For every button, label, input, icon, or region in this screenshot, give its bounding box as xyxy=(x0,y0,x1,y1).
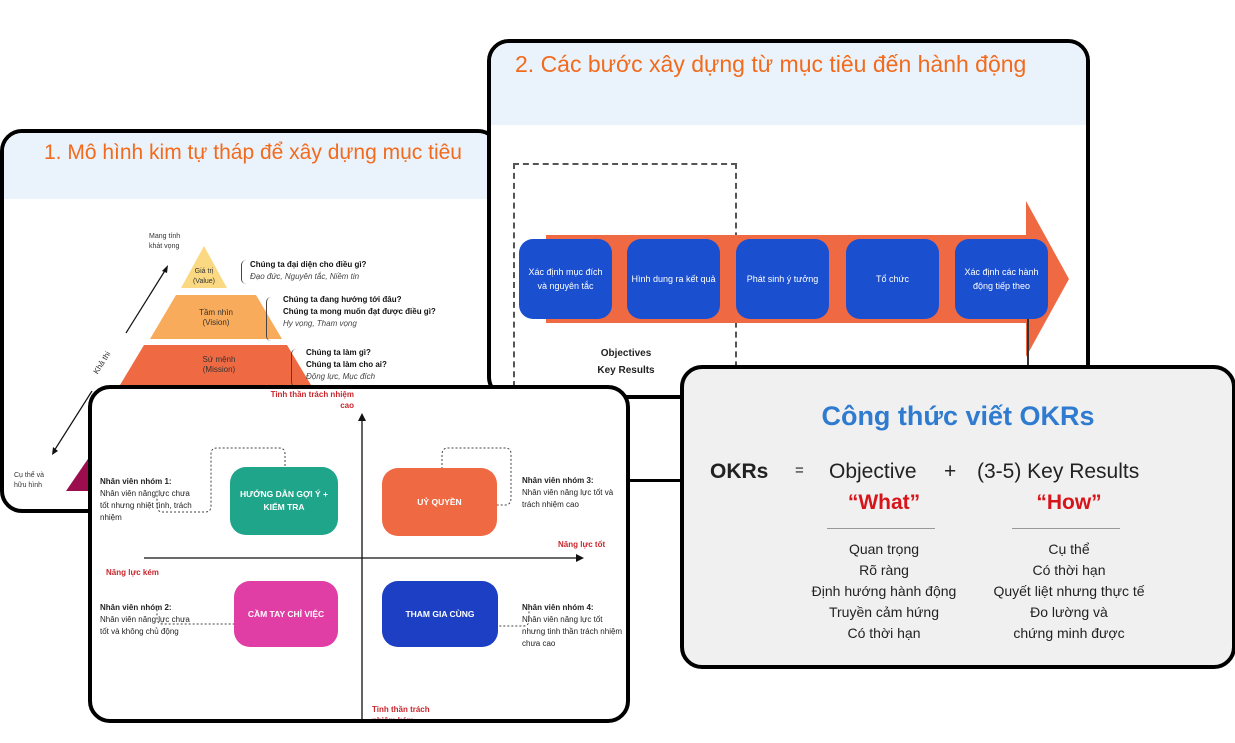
y-axis-top-label: Tinh thần trách nhiệm cao xyxy=(270,390,354,410)
group-4-text: Nhân viên nhóm 4:Nhân viên năng lực tốt … xyxy=(522,603,623,648)
group-3-text: Nhân viên nhóm 3:Nhân viên năng lực tốt … xyxy=(522,476,614,509)
step-2: Hình dung ra kết quả xyxy=(627,239,720,319)
x-axis-right-label: Năng lực tốt xyxy=(558,540,606,549)
matrix-axes xyxy=(144,413,584,719)
group-1-text: Nhân viên nhóm 1:Nhân viên năng lực chưa… xyxy=(100,477,192,522)
key-result-traits: Cụ thể Có thời hạn Quyết liệt nhưng thực… xyxy=(993,541,1145,641)
x-axis-left-label: Năng lực kém xyxy=(106,568,159,577)
divider xyxy=(1012,528,1120,529)
arrow-right-icon xyxy=(576,554,584,562)
okr-formula-card: Công thức viết OKRs OKRs = Objective + (… xyxy=(680,365,1235,669)
brace xyxy=(266,297,271,341)
level-value-label: Giá trị(Value) xyxy=(192,268,216,285)
quadrant-box-participate: THAM GIA CÙNG xyxy=(382,581,498,647)
formula-objective: Objective xyxy=(829,460,917,483)
pyramid-level-value xyxy=(181,246,227,288)
mission-questions: Chúng ta làm gì?Chúng ta làm cho ai?Động… xyxy=(306,348,387,381)
brace xyxy=(241,260,246,284)
formula-lhs: OKRs xyxy=(710,460,769,483)
vision-questions: Chúng ta đang hướng tới đâu?Chúng ta mon… xyxy=(283,295,436,328)
value-questions: Chúng ta đại diện cho điều gì?Đạo đức, N… xyxy=(250,260,367,281)
connector-line xyxy=(1027,319,1029,395)
pyramid-level-mission xyxy=(114,345,317,395)
top-label: Mang tính khát vọng xyxy=(149,233,181,250)
down-arrow-icon xyxy=(53,390,93,452)
objective-traits: Quan trọng Rõ ràng Định hướng hành động … xyxy=(811,541,957,641)
formula-what: “What” xyxy=(847,491,921,514)
arrow-up-icon xyxy=(358,413,366,421)
formula-equals: = xyxy=(795,462,804,479)
divider xyxy=(827,528,935,529)
y-axis-bottom-label: Tinh thần trách nhiệm kém xyxy=(372,705,430,723)
quadrant-box-delegate: UỶ QUYỀN xyxy=(382,468,497,536)
steps-card-title: 2. Các bước xây dựng từ mục tiêu đến hàn… xyxy=(491,43,1086,125)
formula-how: “How” xyxy=(1036,491,1102,514)
steps-card: 2. Các bước xây dựng từ mục tiêu đến hàn… xyxy=(487,39,1090,399)
brace xyxy=(291,349,296,387)
quadrant-box-guide: HƯỚNG DẪN GỢI Ý + KIỂM TRA xyxy=(230,467,338,535)
quadrant-box-handhold: CẦM TAY CHỈ VIỆC xyxy=(234,581,338,647)
step-1: Xác định mục đích và nguyên tắc xyxy=(519,239,612,319)
formula-title: Công thức viết OKRs xyxy=(821,401,1095,431)
formula-plus: + xyxy=(944,460,957,483)
connector-line xyxy=(625,479,683,482)
matrix-card: Tinh thần trách nhiệm cao Tinh thần trác… xyxy=(88,385,630,723)
formula-key-results: (3-5) Key Results xyxy=(977,460,1140,483)
step-4: Tổ chức xyxy=(846,239,939,319)
step-5: Xác định các hành động tiếp theo xyxy=(955,239,1048,319)
step-3: Phát sinh ý tưởng xyxy=(736,239,829,319)
bottom-label: Cụ thể và hữu hình xyxy=(14,472,44,489)
up-arrow-icon xyxy=(125,268,167,334)
level-mission-label: Sứ mệnh(Mission) xyxy=(202,355,236,374)
level-vision-label: Tầm nhìn(Vision) xyxy=(199,308,233,327)
pyramid-card-title: 1. Mô hình kim tự tháp để xây dựng mục t… xyxy=(4,133,496,199)
group-2-text: Nhân viên nhóm 2:Nhân viên năng lực chưa… xyxy=(100,603,190,636)
pyramid-level-vision xyxy=(150,295,282,339)
